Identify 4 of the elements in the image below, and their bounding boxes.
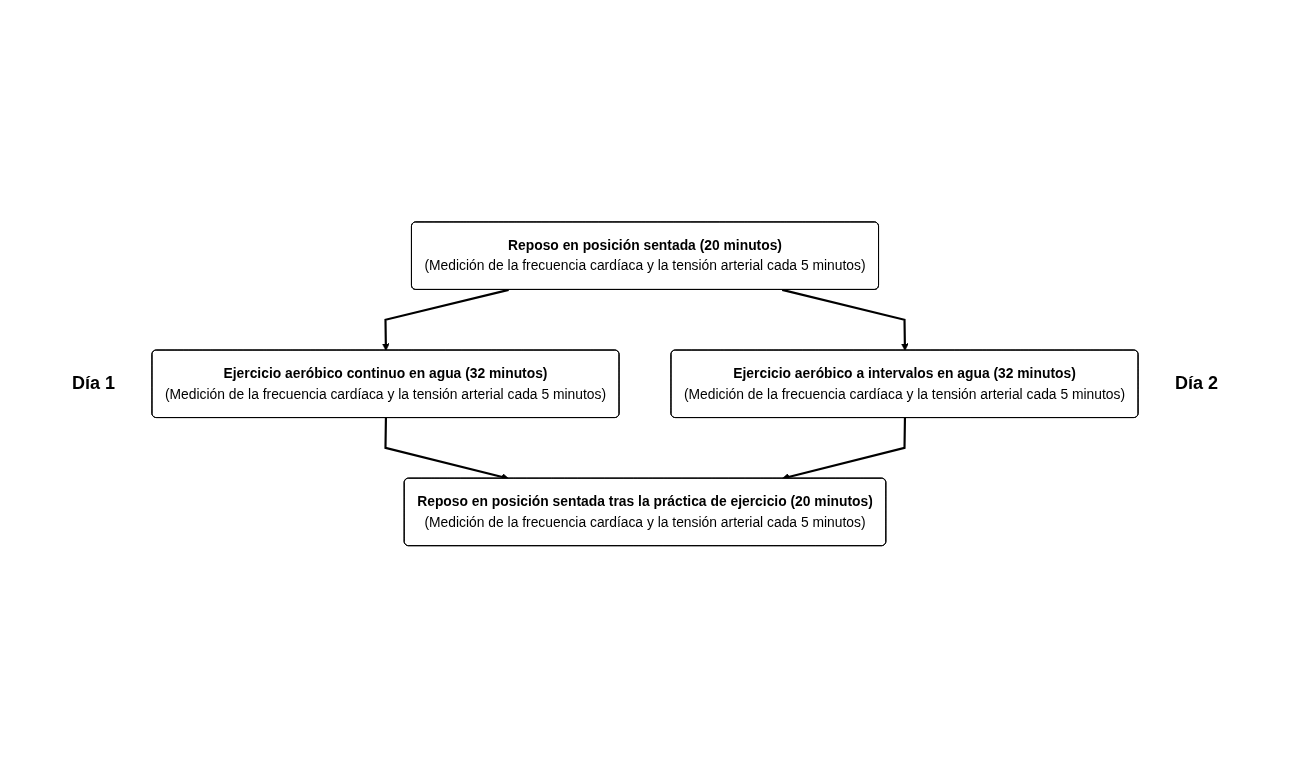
arrow (382, 288, 509, 351)
day-label: Día 1 (71, 373, 115, 394)
day-label: Día 2 (1175, 373, 1219, 394)
arrow (781, 288, 909, 351)
